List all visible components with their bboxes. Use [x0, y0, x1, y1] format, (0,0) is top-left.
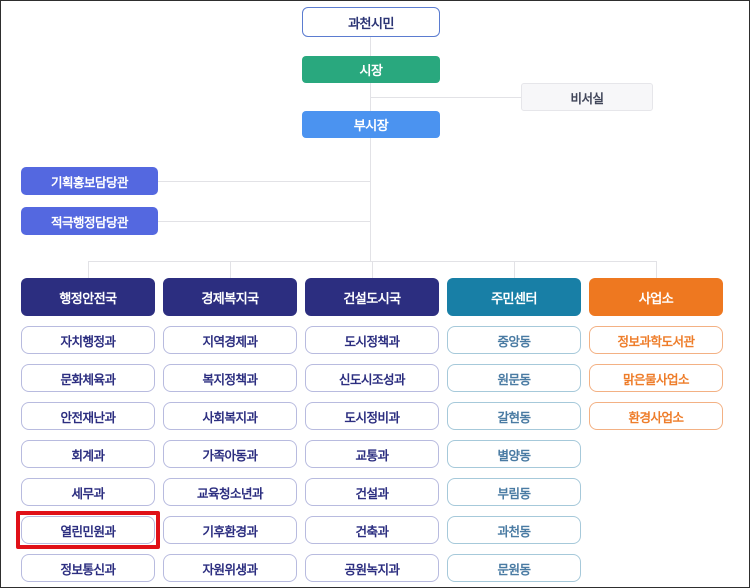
org-item[interactable]: 복지정책과 — [163, 364, 297, 392]
org-item[interactable]: 환경사업소 — [589, 402, 723, 430]
org-item[interactable]: 회계과 — [21, 440, 155, 468]
connector-stub-division-5 — [656, 261, 657, 278]
node-planning-pr-office[interactable]: 기획홍보담당관 — [21, 167, 158, 195]
org-item[interactable]: 지역경제과 — [163, 326, 297, 354]
org-item[interactable]: 교통과 — [305, 440, 439, 468]
node-mayor[interactable]: 시장 — [302, 56, 440, 83]
node-citizens[interactable]: 과천시민 — [302, 7, 440, 37]
org-item[interactable]: 문원동 — [447, 554, 581, 582]
org-item[interactable]: 가족아동과 — [163, 440, 297, 468]
connector-citizens-mayor — [370, 37, 371, 56]
org-item[interactable]: 문화체육과 — [21, 364, 155, 392]
org-item[interactable]: 도시정비과 — [305, 402, 439, 430]
division-header[interactable]: 주민센터 — [447, 278, 581, 316]
node-secretary[interactable]: 비서실 — [521, 83, 653, 111]
org-item[interactable]: 원문동 — [447, 364, 581, 392]
org-item[interactable]: 건설과 — [305, 478, 439, 506]
connector-vicemayor-trunk — [370, 138, 371, 261]
division-header[interactable]: 사업소 — [589, 278, 723, 316]
org-item[interactable]: 자원위생과 — [163, 554, 297, 582]
org-item[interactable]: 별양동 — [447, 440, 581, 468]
division-header[interactable]: 경제복지국 — [163, 278, 297, 316]
division-header[interactable]: 행정안전국 — [21, 278, 155, 316]
org-item[interactable]: 정보통신과 — [21, 554, 155, 582]
org-item[interactable]: 부림동 — [447, 478, 581, 506]
org-item[interactable]: 갈현동 — [447, 402, 581, 430]
connector-staff-office-2 — [158, 221, 370, 222]
connector-secretary-branch — [370, 97, 521, 98]
connector-stub-division-1 — [88, 261, 89, 278]
org-item[interactable]: 공원녹지과 — [305, 554, 439, 582]
org-item[interactable]: 맑은물사업소 — [589, 364, 723, 392]
connector-staff-office-1 — [158, 181, 370, 182]
org-item[interactable]: 교육청소년과 — [163, 478, 297, 506]
org-item[interactable]: 과천동 — [447, 516, 581, 544]
org-item[interactable]: 자치행정과 — [21, 326, 155, 354]
connector-stub-division-3 — [372, 261, 373, 278]
connector-stub-division-2 — [230, 261, 231, 278]
org-item[interactable]: 안전재난과 — [21, 402, 155, 430]
org-item[interactable]: 사회복지과 — [163, 402, 297, 430]
org-item[interactable]: 신도시조성과 — [305, 364, 439, 392]
org-item[interactable]: 기후환경과 — [163, 516, 297, 544]
node-active-admin-office[interactable]: 적극행정담당관 — [21, 207, 158, 235]
org-item[interactable]: 세무과 — [21, 478, 155, 506]
org-item[interactable]: 정보과학도서관 — [589, 326, 723, 354]
division-header[interactable]: 건설도시국 — [305, 278, 439, 316]
connector-stub-division-4 — [514, 261, 515, 278]
org-item[interactable]: 도시정책과 — [305, 326, 439, 354]
node-vice-mayor[interactable]: 부시장 — [302, 111, 440, 138]
org-item[interactable]: 열린민원과 — [16, 511, 160, 549]
org-item[interactable]: 중앙동 — [447, 326, 581, 354]
org-item[interactable]: 건축과 — [305, 516, 439, 544]
